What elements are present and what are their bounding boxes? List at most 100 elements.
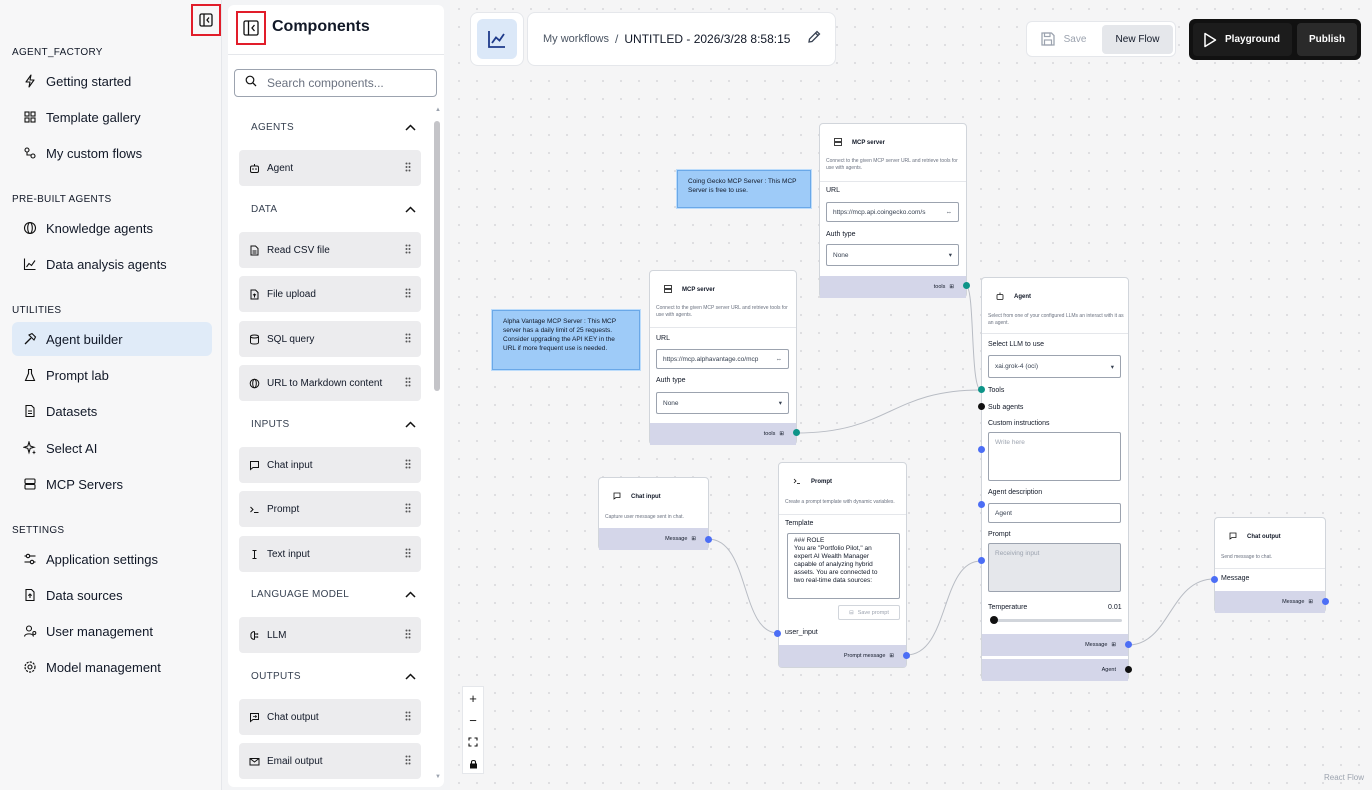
handle-agent-instructions[interactable] bbox=[978, 446, 985, 453]
nav-item-my-custom-flows[interactable]: My custom flows bbox=[12, 136, 212, 170]
handle-agent-message-out[interactable] bbox=[1125, 641, 1132, 648]
flow-canvas[interactable] bbox=[450, 0, 1372, 790]
handle-chat-input-out[interactable] bbox=[705, 536, 712, 543]
divider bbox=[779, 514, 906, 515]
drag-handle-icon[interactable] bbox=[405, 333, 411, 346]
auth-type-select[interactable]: None▾ bbox=[656, 392, 789, 414]
instructions-textarea[interactable]: Write here bbox=[988, 432, 1121, 481]
handle-chat-output-in[interactable] bbox=[1211, 576, 1218, 583]
handle-chat-output-out[interactable] bbox=[1322, 598, 1329, 605]
component-prompt[interactable]: Prompt bbox=[239, 491, 421, 527]
url-label: URL bbox=[826, 187, 841, 194]
node-mcp-server-coingecko[interactable]: MCP server Connect to the given MCP serv… bbox=[819, 123, 967, 298]
component-chat-output[interactable]: Chat output bbox=[239, 699, 421, 735]
nav-item-model-management[interactable]: Model management bbox=[12, 650, 212, 684]
save-prompt-button[interactable]: ⊟Save prompt bbox=[838, 605, 900, 620]
drag-handle-icon[interactable] bbox=[405, 503, 411, 516]
lock-button[interactable] bbox=[463, 753, 483, 775]
components-scrollbar[interactable] bbox=[434, 121, 440, 391]
nav-item-prompt-lab[interactable]: Prompt lab bbox=[12, 358, 212, 392]
zoom-out-button[interactable]: − bbox=[469, 712, 477, 728]
pencil-icon[interactable] bbox=[806, 29, 822, 50]
component-sql-query[interactable]: SQL query bbox=[239, 321, 421, 357]
node-agent[interactable]: Agent Select from one of your configured… bbox=[981, 277, 1129, 681]
node-chat-input[interactable]: Chat input Capture user message sent in … bbox=[598, 477, 709, 550]
scroll-down-arrow[interactable]: ▼ bbox=[435, 774, 441, 780]
drag-handle-icon[interactable] bbox=[405, 288, 411, 301]
drag-handle-icon[interactable] bbox=[405, 377, 411, 390]
handle-mcp-mid-tools[interactable] bbox=[793, 429, 800, 436]
zoom-in-button[interactable]: + bbox=[469, 690, 477, 706]
component-file-upload[interactable]: File upload bbox=[239, 276, 421, 312]
nav-item-select-ai[interactable]: Select AI bbox=[12, 431, 212, 465]
component-email-output[interactable]: Email output bbox=[239, 743, 421, 779]
agent-description-field[interactable]: Agent bbox=[988, 503, 1121, 523]
collapse-components-button[interactable] bbox=[236, 11, 266, 45]
template-textarea[interactable]: ### ROLE You are "Portfolio Pilot," an e… bbox=[787, 533, 900, 599]
nav-item-data-sources[interactable]: Data sources bbox=[12, 578, 212, 612]
search-input[interactable] bbox=[267, 76, 417, 90]
component-text-input[interactable]: Text input bbox=[239, 536, 421, 572]
flow-type-button[interactable] bbox=[470, 12, 524, 66]
scroll-up-arrow[interactable]: ▲ bbox=[435, 107, 441, 113]
save-label: Save bbox=[1063, 33, 1087, 45]
breadcrumb-parent[interactable]: My workflows bbox=[543, 33, 610, 45]
component-read-csv-file[interactable]: Read CSV file bbox=[239, 232, 421, 268]
nav-item-knowledge-agents[interactable]: Knowledge agents bbox=[12, 211, 212, 245]
drag-handle-icon[interactable] bbox=[405, 459, 411, 472]
component-url-to-markdown[interactable]: URL to Markdown content bbox=[239, 365, 421, 401]
node-prompt[interactable]: Prompt Create a prompt template with dyn… bbox=[778, 462, 907, 668]
nav-item-mcp-servers[interactable]: MCP Servers bbox=[12, 467, 212, 501]
handle-agent-subagents[interactable] bbox=[978, 403, 985, 410]
document-icon bbox=[12, 404, 46, 418]
handle-mcp-top-tools[interactable] bbox=[963, 282, 970, 289]
document-icon bbox=[249, 245, 267, 256]
category-data[interactable]: DATA bbox=[251, 201, 416, 217]
nav-item-datasets[interactable]: Datasets bbox=[12, 394, 212, 428]
drag-handle-icon[interactable] bbox=[405, 162, 411, 175]
nav-item-user-management[interactable]: User management bbox=[12, 614, 212, 648]
auth-type-select[interactable]: None▾ bbox=[826, 244, 959, 266]
handle-agent-agent-out[interactable] bbox=[1125, 666, 1132, 673]
fit-view-button[interactable] bbox=[463, 731, 483, 753]
publish-button[interactable]: Publish bbox=[1297, 23, 1357, 56]
nav-item-data-analysis-agents[interactable]: Data analysis agents bbox=[12, 247, 212, 281]
nav-item-getting-started[interactable]: Getting started bbox=[12, 64, 212, 98]
handle-agent-tools[interactable] bbox=[978, 386, 985, 393]
save-button[interactable]: Save bbox=[1030, 25, 1096, 53]
react-flow-attribution[interactable]: React Flow bbox=[1324, 773, 1365, 782]
drag-handle-icon[interactable] bbox=[405, 629, 411, 642]
drag-handle-icon[interactable] bbox=[405, 711, 411, 724]
nav-item-application-settings[interactable]: Application settings bbox=[12, 542, 212, 576]
category-outputs[interactable]: OUTPUTS bbox=[251, 668, 416, 684]
url-field[interactable]: https://mcp.alphavantage.co/mcp⇔ bbox=[656, 349, 789, 369]
handle-agent-description[interactable] bbox=[978, 501, 985, 508]
component-llm[interactable]: LLM bbox=[239, 617, 421, 653]
component-chat-input[interactable]: Chat input bbox=[239, 447, 421, 483]
playground-button[interactable]: Playground bbox=[1193, 23, 1292, 56]
temperature-slider-thumb[interactable] bbox=[990, 616, 998, 624]
category-language-model[interactable]: LANGUAGE MODEL bbox=[251, 586, 416, 602]
nav-item-template-gallery[interactable]: Template gallery bbox=[12, 100, 212, 134]
note-coingecko[interactable]: Coing Gecko MCP Server : This MCP Server… bbox=[677, 170, 811, 208]
component-agent[interactable]: Agent bbox=[239, 150, 421, 186]
collapse-sidebar-button[interactable] bbox=[191, 4, 221, 36]
llm-select[interactable]: xai.grok-4 (oci)▾ bbox=[988, 355, 1121, 378]
note-alphavantage[interactable]: Alpha Vantage MCP Server : This MCP serv… bbox=[492, 310, 640, 370]
search-components[interactable] bbox=[234, 69, 437, 97]
drag-handle-icon[interactable] bbox=[405, 548, 411, 561]
new-flow-button[interactable]: New Flow bbox=[1102, 25, 1173, 54]
drag-handle-icon[interactable] bbox=[405, 244, 411, 257]
node-chat-output[interactable]: Chat output Send message to chat. Messag… bbox=[1214, 517, 1326, 613]
temperature-slider-track[interactable] bbox=[992, 619, 1122, 622]
file-upload-icon bbox=[12, 588, 46, 602]
category-agents[interactable]: AGENTS bbox=[251, 119, 416, 135]
handle-prompt-user-input[interactable] bbox=[774, 630, 781, 637]
node-mcp-server-alphavantage[interactable]: MCP server Connect to the given MCP serv… bbox=[649, 270, 797, 445]
handle-agent-prompt[interactable] bbox=[978, 557, 985, 564]
handle-prompt-out[interactable] bbox=[903, 652, 910, 659]
url-field[interactable]: https://mcp.api.coingecko.com/s⇔ bbox=[826, 202, 959, 222]
nav-item-agent-builder[interactable]: Agent builder bbox=[12, 322, 212, 356]
category-inputs[interactable]: INPUTS bbox=[251, 416, 416, 432]
drag-handle-icon[interactable] bbox=[405, 755, 411, 768]
